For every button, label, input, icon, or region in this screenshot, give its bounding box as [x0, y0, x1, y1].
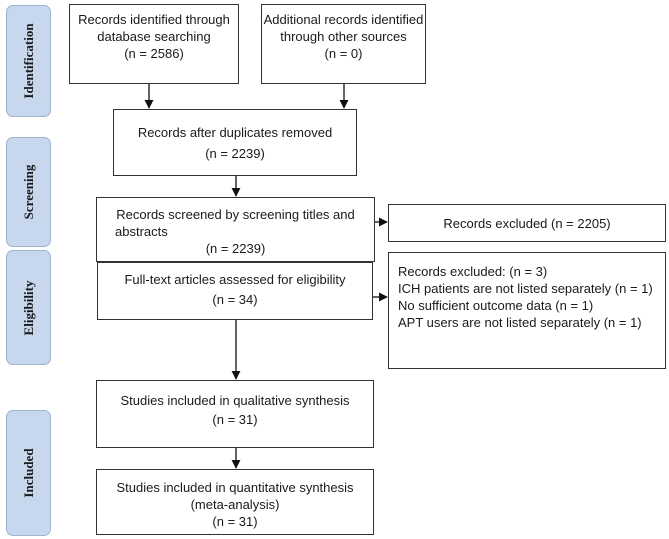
other-sources-line1: Additional records identified: [263, 12, 424, 27]
qualitative-box: Studies included in qualitative synthesi…: [96, 380, 374, 448]
other-sources-count: (n = 0): [324, 46, 363, 61]
screened-line2: abstracts: [115, 224, 168, 239]
quantitative-count: (n = 31): [212, 514, 258, 529]
fulltext-line1: Full-text articles assessed for eligibil…: [124, 272, 346, 287]
stage-included: Included: [6, 410, 51, 536]
excluded-fulltext-header: Records excluded: (n = 3): [398, 264, 548, 279]
stage-eligibility: Eligibility: [6, 250, 51, 365]
quantitative-box: Studies included in quantitative synthes…: [96, 469, 374, 535]
db-search-line2: database searching: [97, 29, 211, 44]
stage-identification: Identification: [6, 5, 51, 117]
after-duplicates-count: (n = 2239): [205, 146, 265, 161]
other-sources-line2: through other sources: [280, 29, 407, 44]
excluded-screening-label: Records excluded (n = 2205): [443, 215, 611, 231]
after-duplicates-line1: Records after duplicates removed: [137, 125, 333, 140]
db-search-line1: Records identified through: [78, 12, 230, 27]
stage-screening: Screening: [6, 137, 51, 247]
fulltext-count: (n = 34): [212, 292, 258, 307]
excluded-reason-apt: APT users are not listed separately (n =…: [398, 315, 642, 330]
fulltext-box: Full-text articles assessed for eligibil…: [97, 262, 373, 320]
screened-box: Records screened by screening titles and…: [96, 197, 375, 262]
excluded-screening-box: Records excluded (n = 2205): [388, 204, 666, 242]
db-search-count: (n = 2586): [124, 46, 184, 61]
excluded-reason-outcome: No sufficient outcome data (n = 1): [398, 298, 594, 313]
db-search-box: Records identified through database sear…: [69, 4, 239, 84]
quantitative-line2: (meta-analysis): [190, 497, 280, 512]
screened-line1: Records screened by screening titles and: [116, 207, 355, 222]
qualitative-line1: Studies included in qualitative synthesi…: [120, 393, 350, 408]
qualitative-count: (n = 31): [212, 412, 258, 427]
excluded-fulltext-box: Records excluded: (n = 3) ICH patients a…: [388, 252, 666, 369]
quantitative-line1: Studies included in quantitative synthes…: [116, 480, 354, 495]
other-sources-box: Additional records identified through ot…: [261, 4, 426, 84]
after-duplicates-box: Records after duplicates removed (n = 22…: [113, 109, 357, 176]
excluded-reason-ich: ICH patients are not listed separately (…: [398, 281, 653, 296]
screened-count: (n = 2239): [205, 241, 266, 256]
